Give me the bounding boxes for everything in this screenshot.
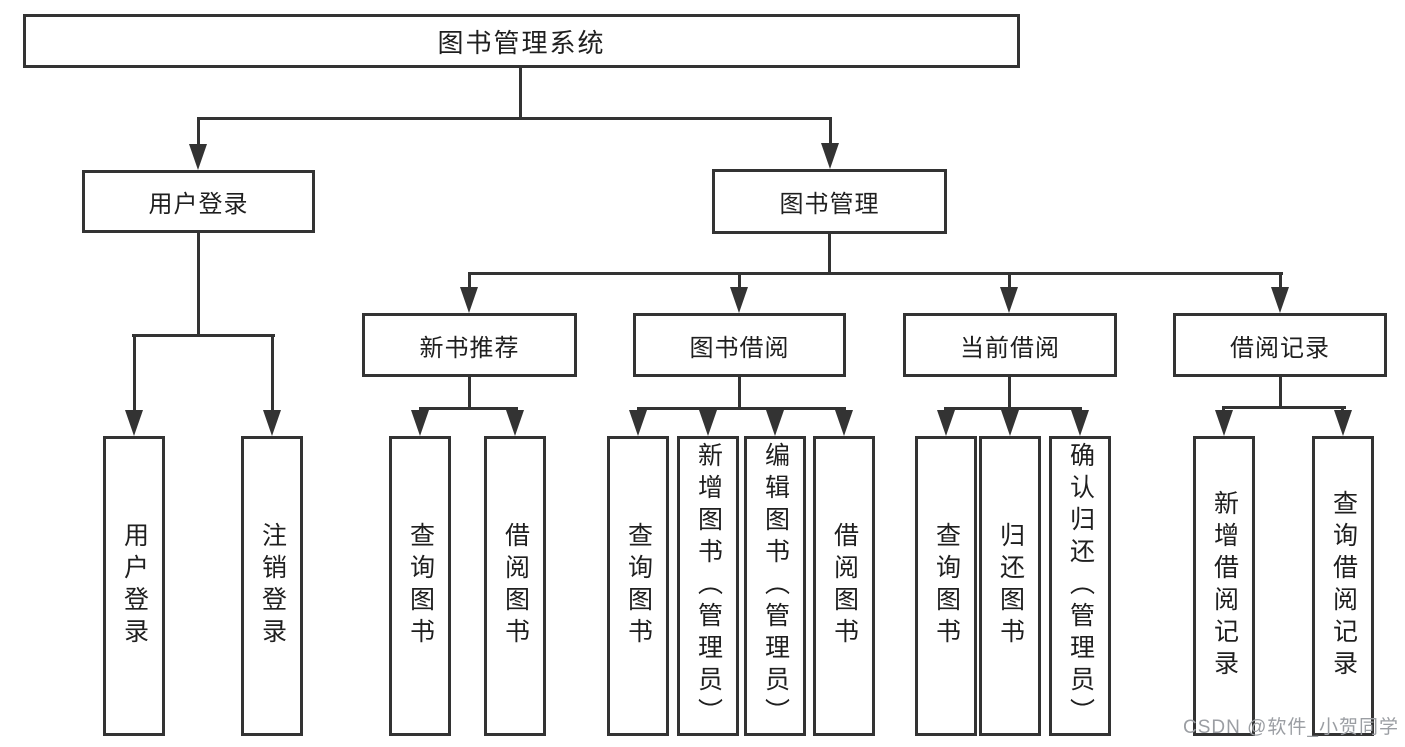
connector-line xyxy=(829,117,832,148)
node-new-book-recommend: 新书推荐 xyxy=(362,313,577,377)
arrowhead-down-icon xyxy=(1071,410,1089,436)
leaf-current-confirm-return-admin: 确认归还（管理员） xyxy=(1049,436,1111,736)
connector-line xyxy=(1008,272,1011,290)
node-library-system: 图书管理系统 xyxy=(23,14,1020,68)
leaf-records-add-record: 新增借阅记录 xyxy=(1193,436,1255,736)
leaf-borrow-borrow-books: 借阅图书 xyxy=(813,436,875,736)
connector-line xyxy=(468,272,1283,275)
leaf-user-login: 用户登录 xyxy=(103,436,165,736)
arrowhead-down-icon xyxy=(766,410,784,436)
node-book-borrowing: 图书借阅 xyxy=(633,313,846,377)
node-current-borrowing: 当前借阅 xyxy=(903,313,1117,377)
connector-line xyxy=(1008,377,1011,409)
arrowhead-down-icon xyxy=(411,410,429,436)
leaf-newrec-borrow-books: 借阅图书 xyxy=(484,436,546,736)
arrowhead-down-icon xyxy=(506,410,524,436)
node-book-management: 图书管理 xyxy=(712,169,947,234)
node-borrowing-records: 借阅记录 xyxy=(1173,313,1387,377)
connector-line xyxy=(468,272,471,290)
arrowhead-down-icon xyxy=(629,410,647,436)
csdn-watermark: CSDN @软件_小贺同学 xyxy=(1183,717,1399,738)
arrowhead-down-icon xyxy=(125,410,143,436)
connector-line xyxy=(519,68,522,117)
connector-line xyxy=(738,377,741,409)
node-user-login: 用户登录 xyxy=(82,170,315,233)
arrowhead-down-icon xyxy=(1334,410,1352,436)
connector-line xyxy=(133,334,136,412)
arrowhead-down-icon xyxy=(460,287,478,313)
arrowhead-down-icon xyxy=(1271,287,1289,313)
arrowhead-down-icon xyxy=(937,410,955,436)
arrowhead-down-icon xyxy=(1000,287,1018,313)
connector-line xyxy=(197,233,200,336)
connector-line xyxy=(271,334,274,412)
connector-line xyxy=(197,117,200,148)
connector-line xyxy=(197,117,832,120)
connector-line xyxy=(828,234,831,274)
arrowhead-down-icon xyxy=(189,144,207,170)
leaf-records-query-record: 查询借阅记录 xyxy=(1312,436,1374,736)
connector-line xyxy=(1279,377,1282,407)
leaf-current-query-books: 查询图书 xyxy=(915,436,977,736)
arrowhead-down-icon xyxy=(263,410,281,436)
arrowhead-down-icon xyxy=(1001,410,1019,436)
connector-line xyxy=(419,407,518,410)
leaf-logout: 注销登录 xyxy=(241,436,303,736)
arrowhead-down-icon xyxy=(835,410,853,436)
connector-line xyxy=(944,407,1082,410)
leaf-newrec-query-books: 查询图书 xyxy=(389,436,451,736)
leaf-borrow-edit-books-admin: 编辑图书（管理员） xyxy=(744,436,806,736)
arrowhead-down-icon xyxy=(1215,410,1233,436)
arrowhead-down-icon xyxy=(821,143,839,169)
connector-line xyxy=(637,407,846,410)
leaf-borrow-add-books-admin: 新增图书（管理员） xyxy=(677,436,739,736)
connector-line xyxy=(738,272,741,290)
leaf-borrow-query-books: 查询图书 xyxy=(607,436,669,736)
connector-line xyxy=(1222,406,1346,409)
connector-line xyxy=(1279,272,1282,290)
connector-line xyxy=(132,334,275,337)
arrowhead-down-icon xyxy=(699,410,717,436)
connector-line xyxy=(468,377,471,409)
leaf-current-return-books: 归还图书 xyxy=(979,436,1041,736)
arrowhead-down-icon xyxy=(730,287,748,313)
